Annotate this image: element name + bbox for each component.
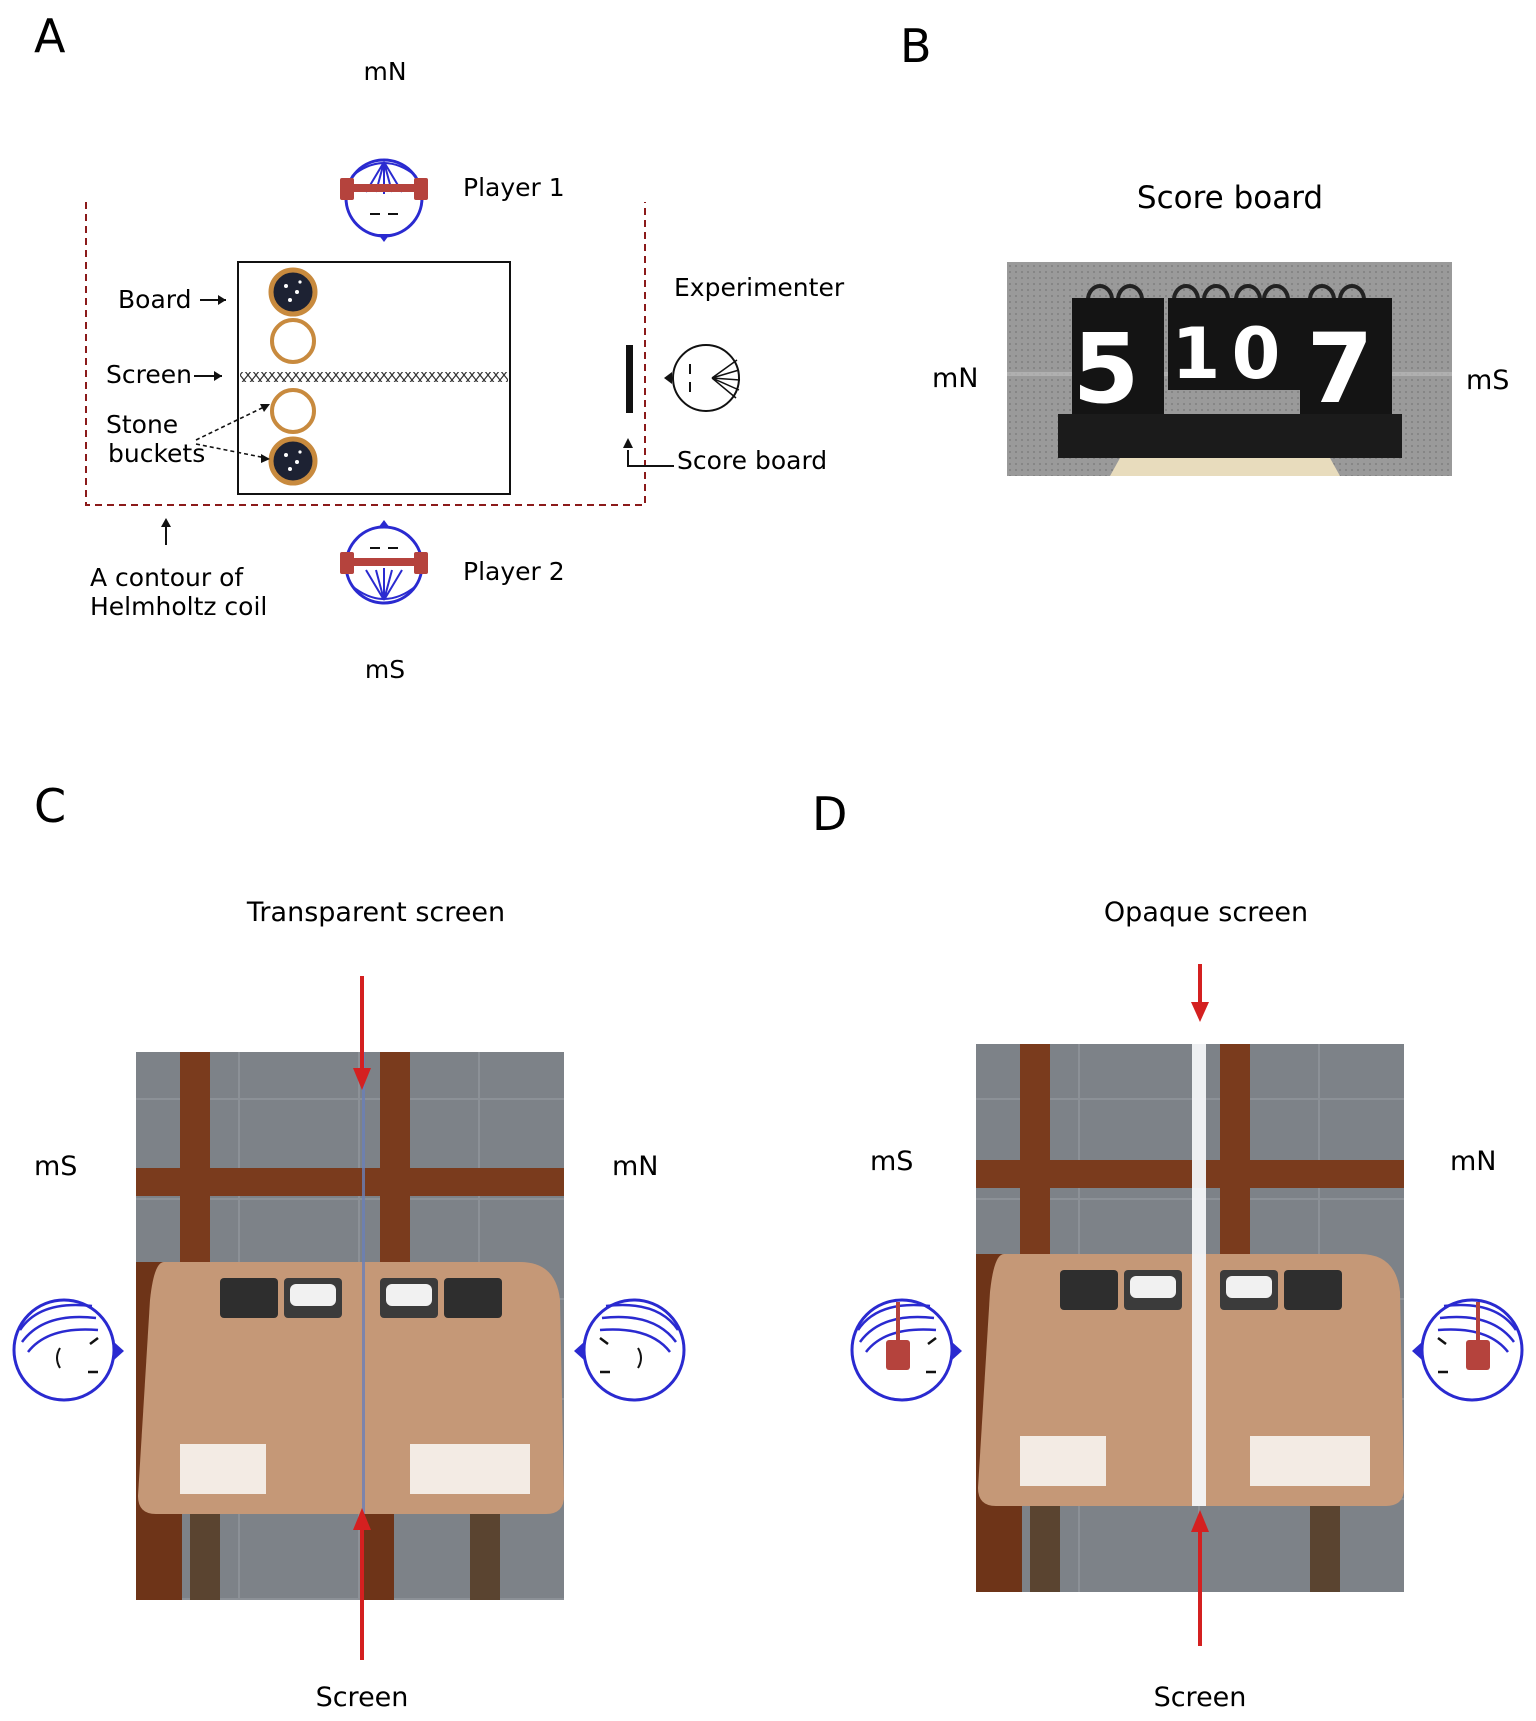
score-card-3 [1300,298,1392,414]
stone-bucket-empty-bottom [270,388,316,434]
player-1-label: Player 1 [463,173,565,202]
screen-divider [240,372,508,382]
score-digit-3: 0 [1232,313,1281,395]
stone-buckets-label-2: buckets [108,439,205,468]
panel-a-letter: A [34,9,66,63]
panel-b-letter: B [900,19,932,73]
player-2-head-icon [340,520,428,605]
opaque-screen-photo [976,1044,1404,1592]
board-arrow [218,295,226,305]
panel-a: A mN mS Board Screen Stone buckets [34,9,845,684]
transparent-screen [362,1052,365,1514]
score-board-right-label: mS [1466,365,1509,396]
panel-c-screen-label: Screen [316,1682,409,1713]
panel-d: D Opaque screen mS mN Screen [812,787,1524,1713]
north-label: mN [363,57,406,86]
panel-d-right-head-icon [1412,1298,1524,1402]
transparent-screen-title: Transparent screen [246,897,505,928]
score-digit-4: 7 [1307,313,1374,425]
board-label: Board [118,285,191,314]
panel-c-top-arrow [353,1068,371,1090]
screen-arrow [214,371,222,381]
coil-label-1: A contour of [90,563,244,592]
player-2-label: Player 2 [463,557,565,586]
score-card-1 [1072,298,1164,414]
panel-d-right-label: mN [1450,1146,1497,1177]
score-card-2 [1168,298,1300,390]
stone-buckets-arrows [261,454,270,463]
score-board-photo: 5 1 0 7 [1007,262,1452,476]
panel-c-right-head-icon [574,1298,686,1402]
score-board-arrow [623,438,633,448]
score-board-title: Score board [1137,180,1323,216]
coil-arrow [161,518,171,527]
helmholtz-coil-contour [85,202,646,506]
screen-label: Screen [106,360,192,389]
score-board-label: Score board [677,446,827,475]
player-1-head-icon [340,158,428,242]
experimenter-label: Experimenter [674,273,845,302]
transparent-screen-photo [136,1052,564,1600]
panel-c: C Transparent screen mS mN Screen [12,779,686,1713]
panel-d-screen-label: Screen [1154,1682,1247,1713]
panel-d-top-arrow [1191,1002,1209,1022]
stone-buckets-label-1: Stone [106,410,178,439]
panel-b: B Score board mN mS 5 1 0 7 [900,19,1509,476]
experimenter-head-icon [664,344,741,412]
score-digit-2: 1 [1172,313,1221,395]
panel-d-bottom-arrow [1191,1510,1209,1532]
score-board-left-label: mN [932,363,979,394]
stone-bucket-filled-bottom [268,436,318,486]
panel-c-bottom-arrow [353,1508,371,1530]
panel-c-letter: C [34,779,66,833]
score-digit-1: 5 [1073,313,1140,425]
panel-d-left-head-icon [850,1298,962,1402]
opaque-screen-title: Opaque screen [1104,897,1308,928]
panel-c-left-head-icon [12,1298,124,1402]
stone-bucket-empty-top [270,318,316,364]
coil-label-2: Helmholtz coil [90,592,267,621]
panel-d-left-label: mS [870,1146,913,1177]
panel-c-left-label: mS [34,1151,77,1182]
panel-c-right-label: mN [612,1151,659,1182]
stone-bucket-filled-top [268,267,318,317]
panel-d-letter: D [812,787,847,841]
opaque-screen [1192,1044,1206,1506]
south-label: mS [365,655,405,684]
score-board-marker [626,345,633,413]
